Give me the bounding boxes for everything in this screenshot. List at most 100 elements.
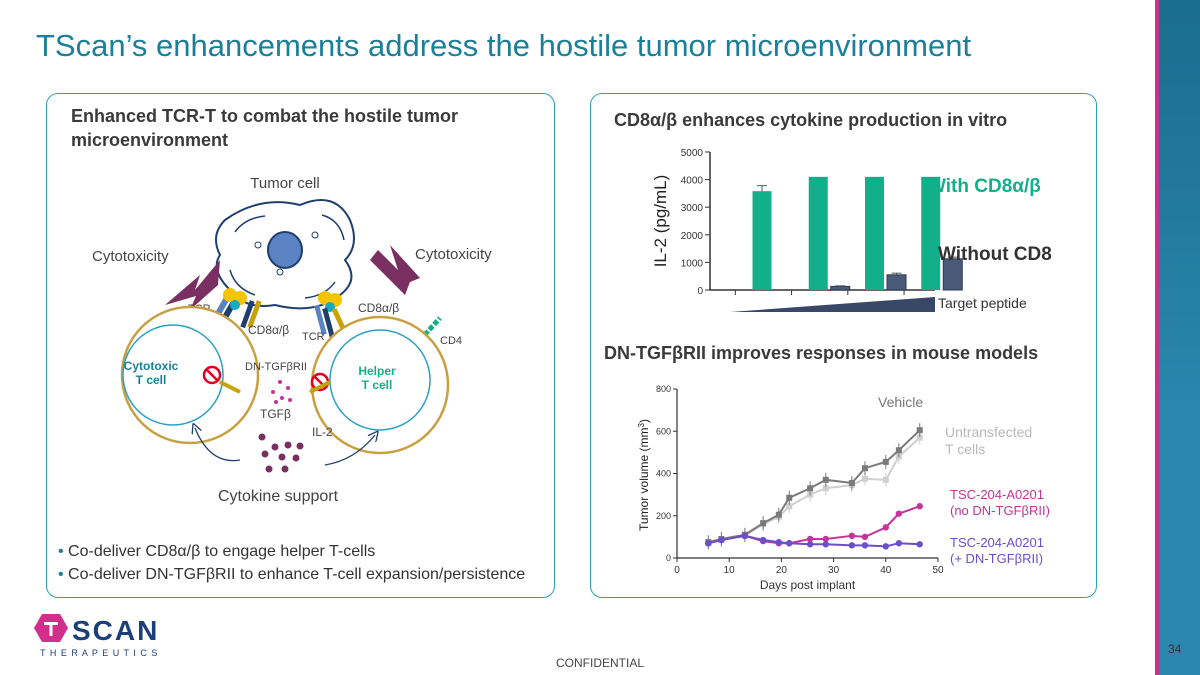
bar-x-axis-label: Target peptide — [938, 295, 1027, 311]
cd8-right-label: CD8α/β — [358, 301, 399, 315]
line-point — [916, 503, 923, 510]
cd8-left-label: CD8α/β — [248, 323, 289, 337]
line-x-tick-label: 10 — [724, 565, 736, 576]
tgfb-dots — [271, 380, 292, 404]
bar-y-tick-label: 3000 — [681, 203, 704, 214]
tcr-complex-left-icon — [212, 288, 262, 329]
line-chart-title: DN-TGFβRII improves responses in mouse m… — [604, 343, 1039, 363]
dn-tgf-label: DN-TGFβRII — [245, 361, 307, 373]
bar-mark — [886, 274, 907, 291]
line-point — [718, 536, 725, 544]
line-x-tick-label: 20 — [776, 565, 788, 576]
logo-subtext: T H E R A P E U T I C S — [40, 648, 158, 658]
bar-mark — [752, 191, 772, 290]
helper-cell-label-1: Helper — [358, 364, 396, 378]
line-x-axis-label: Days post implant — [760, 578, 856, 592]
line-point — [861, 542, 869, 549]
series-label-vehicle: Vehicle — [878, 394, 923, 410]
line-x-tick-label: 0 — [674, 565, 680, 576]
right-accent-bar-blue — [1159, 0, 1200, 675]
line-point — [806, 535, 814, 543]
bar-y-tick-label: 5000 — [681, 148, 704, 159]
tumor-nucleus — [267, 231, 303, 269]
line-point — [759, 536, 767, 544]
line-y-axis-label-sup: 3 — [637, 422, 646, 427]
bar-y-tick-label: 2000 — [681, 231, 704, 242]
bar-mark — [865, 176, 884, 290]
line-point — [848, 532, 856, 540]
line-point — [882, 543, 889, 550]
bar-y-axis-label: IL-2 (pg/mL) — [651, 175, 670, 268]
bar-mark — [808, 176, 828, 290]
il2-dots — [258, 433, 304, 473]
tgfb-label: TGFβ — [260, 407, 291, 421]
series-label-with-dn-1: TSC-204-A0201 — [950, 535, 1044, 550]
lightning-bolt-right-icon — [370, 245, 420, 295]
line-point — [848, 542, 856, 549]
logo-text: SCAN — [72, 615, 159, 646]
line-x-tick-label: 50 — [932, 565, 944, 576]
right-panel — [590, 93, 1097, 598]
line-x-tick-label: 30 — [828, 565, 840, 576]
series-label-with-dn-2: (+ DN-TGFβRII) — [950, 551, 1043, 566]
cytokine-support-label: Cytokine support — [218, 488, 339, 505]
line-x-tick-label: 40 — [880, 565, 892, 576]
bar-chart-title: CD8α/β enhances cytokine production in v… — [614, 110, 1008, 130]
bar-mark — [942, 258, 963, 291]
arrow-left-icon — [195, 428, 241, 462]
helper-cell-label-2: T cell — [362, 378, 393, 392]
arrow-right-icon — [324, 435, 375, 466]
series-label-with-cd8: With CD8α/β — [928, 176, 1041, 197]
line-y-tick-label: 200 — [656, 511, 671, 521]
cytotoxicity-left-label: Cytotoxicity — [92, 248, 169, 265]
line-y-axis-label: Tumor volume (mm3) — [637, 419, 652, 531]
series-label-untransfected-2: T cells — [945, 441, 985, 457]
line-point — [705, 540, 712, 547]
line-y-tick-label: 0 — [666, 553, 671, 563]
bar-mark — [921, 176, 941, 290]
line-point — [741, 532, 749, 540]
cytotoxic-t-cell-inner — [122, 324, 224, 426]
cytotoxic-cell-label-2: T cell — [136, 373, 167, 387]
line-y-tick-label: 400 — [656, 469, 671, 479]
line-point — [916, 541, 923, 548]
line-point — [895, 510, 903, 517]
bar-y-tick-label: 0 — [697, 286, 703, 297]
series-label-untransfected-1: Untransfected — [945, 424, 1032, 440]
confidential-label: CONFIDENTIAL — [555, 656, 644, 670]
il2-label: IL-2 — [312, 425, 333, 439]
helper-t-cell-inner — [329, 329, 431, 431]
bar-y-tick-label: 1000 — [681, 258, 704, 269]
bar-mark — [830, 285, 851, 291]
bullet-item: Co-deliver DN-TGFβRII to enhance T-cell … — [58, 563, 525, 586]
tcr-mid-label: TCR — [302, 331, 325, 343]
line-point — [806, 541, 814, 548]
cytotoxic-cell-label-1: Cytotoxic — [124, 359, 179, 373]
line-point — [882, 524, 889, 531]
line-y-axis-label-end: ) — [637, 419, 651, 423]
target-peptide-wedge — [730, 297, 935, 312]
line-point — [822, 535, 829, 543]
tumor-cell-label: Tumor cell — [250, 175, 319, 192]
cytotoxicity-right-label: Cytotoxicity — [415, 246, 492, 263]
bullet-list: Co-deliver CD8α/β to engage helper T-cel… — [58, 540, 525, 586]
lightning-bolt-left-icon — [165, 260, 220, 310]
line-point — [822, 541, 829, 548]
line-y-tick-label: 600 — [656, 426, 671, 436]
page-number: 34 — [1168, 642, 1182, 656]
series-label-no-dn-1: TSC-204-A0201 — [950, 487, 1044, 502]
slide-title: TScan’s enhancements address the hostile… — [36, 28, 972, 63]
bullet-item: Co-deliver CD8α/β to engage helper T-cel… — [58, 540, 525, 563]
cd4-label: CD4 — [440, 335, 462, 347]
left-panel-heading: Enhanced TCR-T to combat the hostile tum… — [71, 106, 459, 150]
line-point — [786, 540, 793, 547]
bar-y-tick-label: 4000 — [681, 176, 704, 187]
tscan-logo: SCAN T H E R A P E U T I C S — [34, 614, 159, 658]
line-point — [775, 538, 782, 546]
line-point — [861, 533, 869, 541]
series-label-without-cd8: Without CD8 — [938, 244, 1052, 265]
tcr-diagram: Tumor cell Cytotoxicity Cytotoxicity TCR… — [92, 175, 492, 505]
tcr-complex-right-icon — [314, 291, 350, 339]
series-label-no-dn-2: (no DN-TGFβRII) — [950, 503, 1050, 518]
